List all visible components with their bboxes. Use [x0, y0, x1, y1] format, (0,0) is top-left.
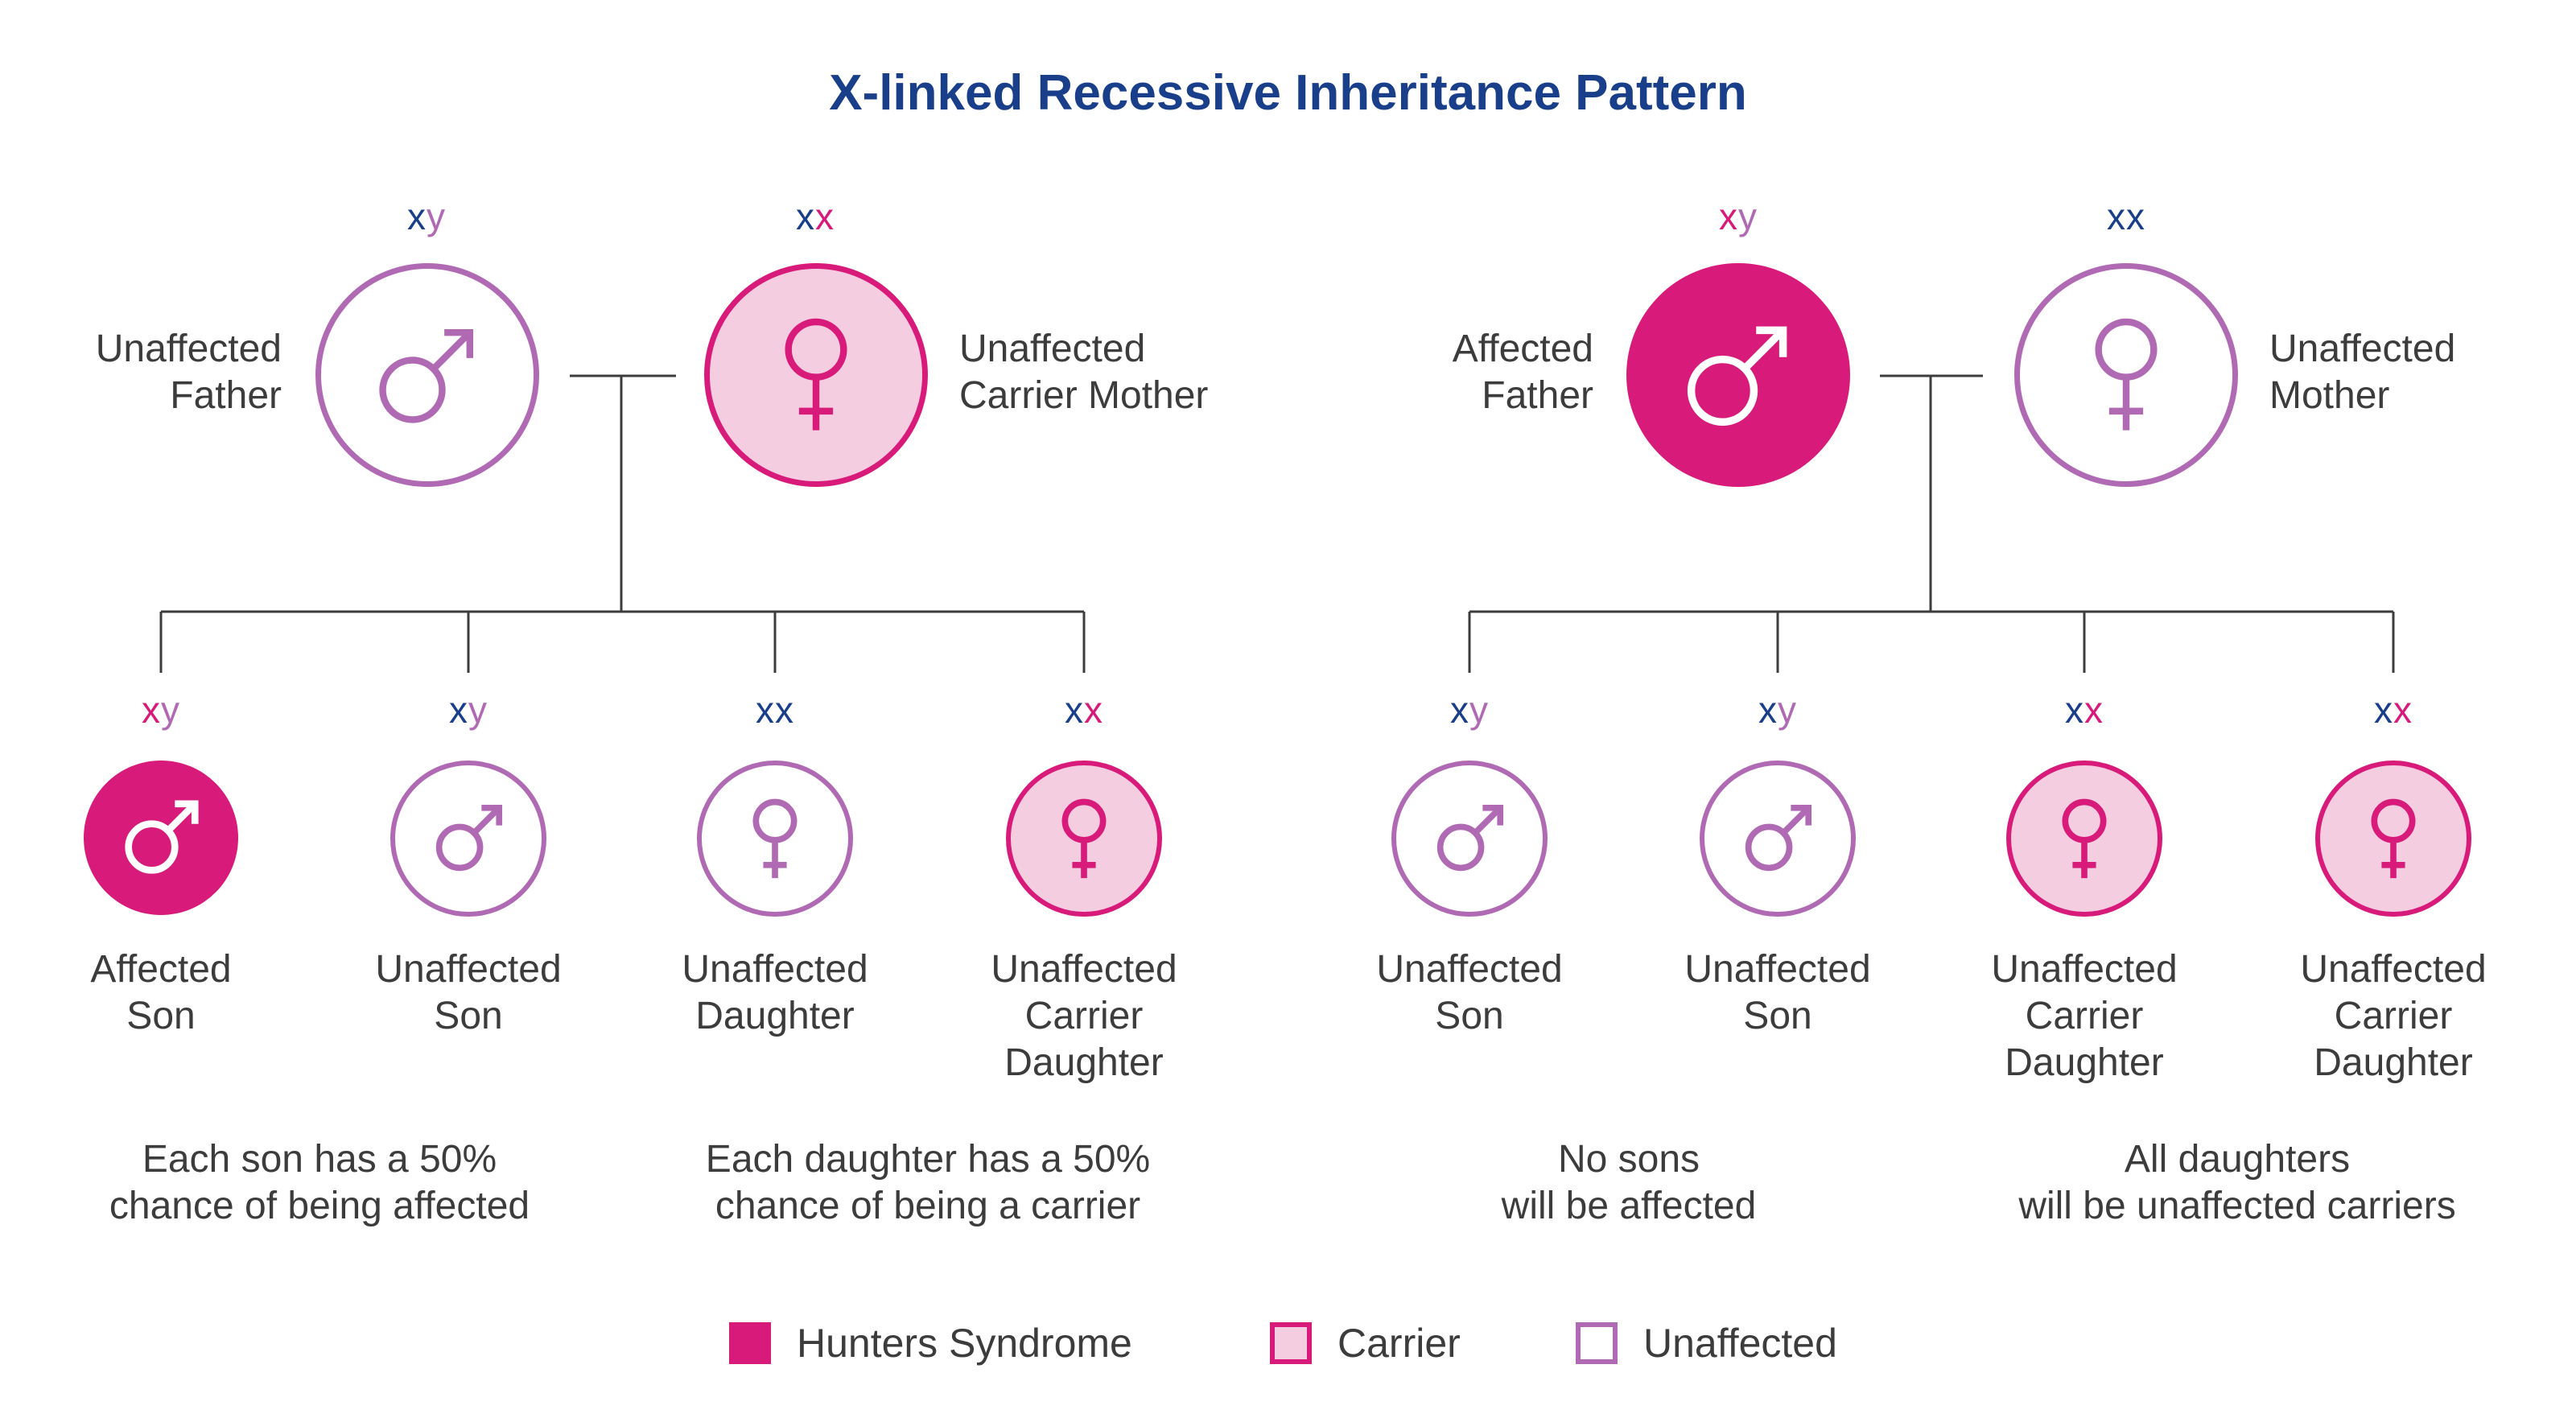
genotype-left-child-3: xx [756, 689, 794, 731]
legend-unaffected-label: Unaffected [1643, 1321, 1837, 1366]
genotype-left-father: xy [407, 196, 446, 237]
right-mother-unaffected-node [2014, 263, 2238, 487]
legend-carrier-label: Carrier [1337, 1321, 1461, 1366]
left-child-carrier-daughter-node [1006, 761, 1162, 917]
male-symbol-icon [435, 804, 503, 872]
female-symbol-icon [1061, 798, 1107, 879]
male-symbol-icon [1687, 326, 1787, 427]
legend-affected-swatch [729, 1322, 771, 1364]
genotype-left-mother: xx [796, 196, 835, 237]
right-child-carrier-daughter-1-node [2006, 761, 2162, 917]
left-note-sons: Each son has a 50%chance of being affect… [109, 1138, 530, 1227]
left-child-unaffected-son-node [390, 761, 546, 917]
left-child-unaffected-daughter-node [697, 761, 853, 917]
male-symbol-icon [125, 800, 199, 874]
male-symbol-icon [1745, 804, 1812, 872]
legend-unaffected-swatch [1576, 1322, 1618, 1364]
legend-carrier-swatch [1270, 1322, 1312, 1364]
page-title: X-linked Recessive Inheritance Pattern [829, 65, 1747, 121]
right-child-unaffected-son-2-node [1700, 761, 1856, 917]
legend-carrier: Carrier [1270, 1320, 1461, 1367]
legend-affected-label: Hunters Syndrome [797, 1321, 1132, 1366]
male-symbol-icon [1436, 804, 1504, 872]
male-symbol-icon [379, 328, 474, 423]
legend-unaffected: Unaffected [1576, 1320, 1837, 1367]
legend-affected: Hunters Syndrome [729, 1320, 1132, 1367]
genotype-right-mother: xx [2107, 196, 2145, 237]
left-note-daughters: Each daughter has a 50%chance of being a… [705, 1138, 1151, 1227]
right-father-affected-node [1626, 263, 1850, 487]
right-child-unaffected-son-1-node [1391, 761, 1548, 917]
right-child-carrier-daughter-2-node [2315, 761, 2471, 917]
genotype-right-child-4: xx [2374, 689, 2413, 731]
genotype-right-child-3: xx [2065, 689, 2104, 731]
female-symbol-icon [2371, 798, 2416, 879]
genotype-right-child-2: xy [1758, 689, 1797, 731]
female-symbol-icon [752, 798, 798, 879]
left-father-unaffected-node [315, 263, 539, 487]
female-symbol-icon [2095, 318, 2158, 431]
genotype-left-child-2: xy [449, 689, 488, 731]
left-child-affected-son-node [84, 761, 238, 915]
genotype-left-child-4: xx [1065, 689, 1103, 731]
genotype-right-father: xy [1719, 196, 1758, 237]
left-mother-carrier-node [704, 263, 928, 487]
female-symbol-icon [785, 318, 847, 431]
female-symbol-icon [2062, 798, 2107, 879]
genotype-right-child-1: xy [1450, 689, 1489, 731]
genotype-left-child-1: xy [142, 689, 180, 731]
